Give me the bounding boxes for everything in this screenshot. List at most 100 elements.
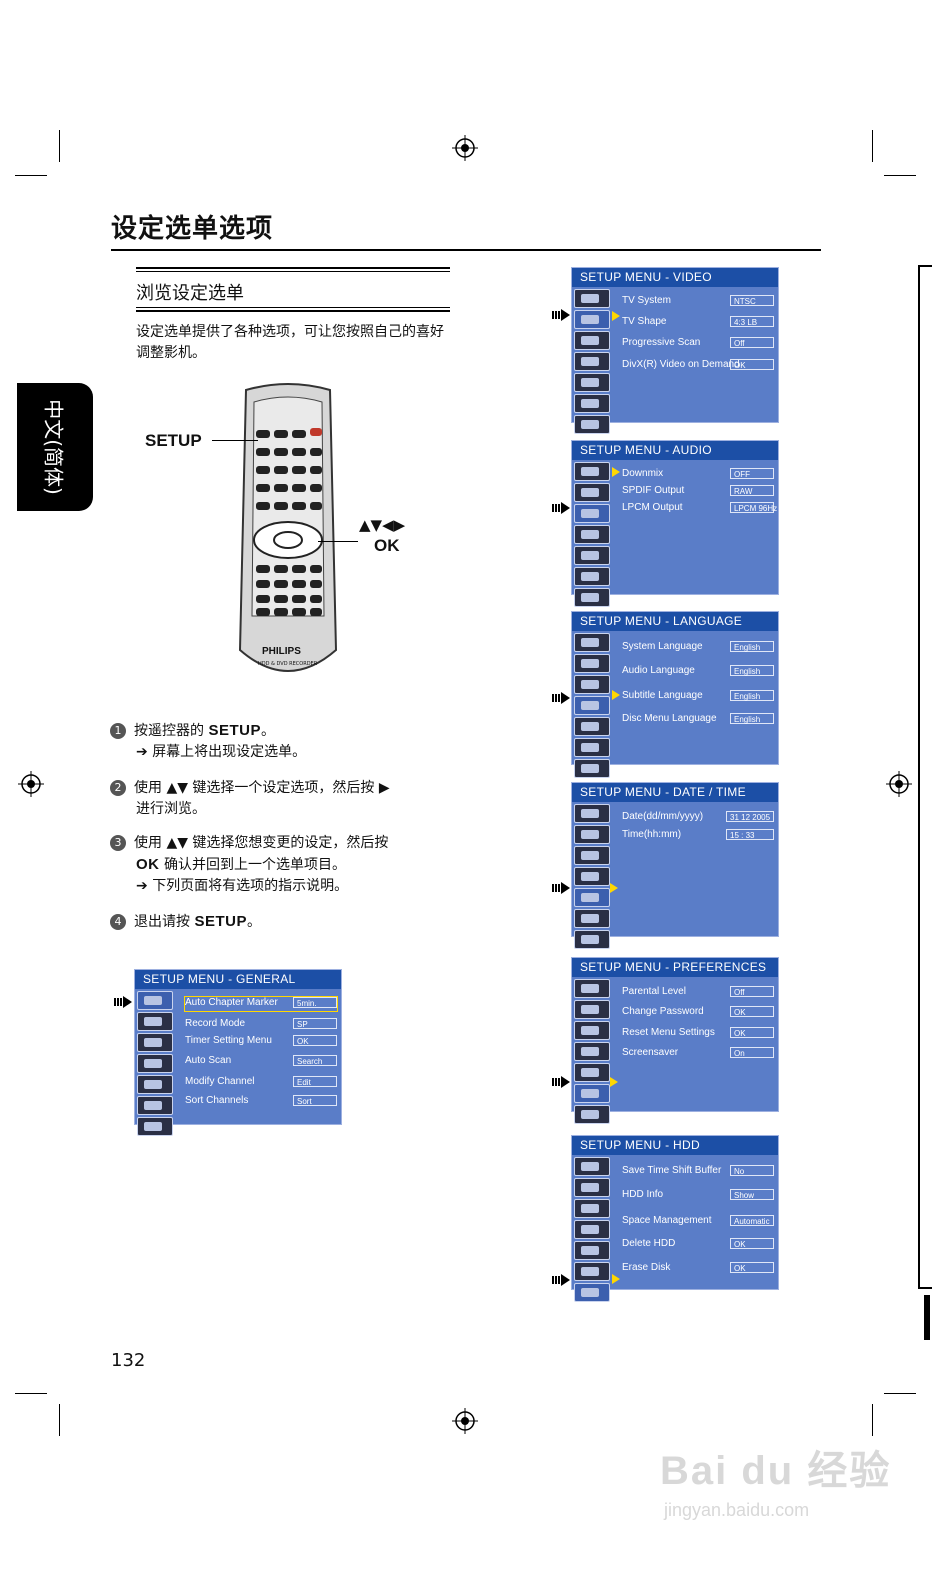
step-text: 进行浏览。 bbox=[136, 801, 206, 817]
audio-icon[interactable] bbox=[137, 1033, 173, 1052]
preferences-icon[interactable] bbox=[574, 567, 610, 586]
menu-row[interactable]: Time(hh:mm)15 : 33 bbox=[622, 829, 774, 843]
audio-icon[interactable] bbox=[574, 675, 610, 694]
video-icon[interactable] bbox=[574, 1000, 610, 1019]
step-result: 屏幕上将出现设定选单。 bbox=[152, 744, 307, 760]
hdd-icon[interactable] bbox=[574, 588, 610, 607]
preferences-icon[interactable] bbox=[574, 909, 610, 928]
preferences-icon[interactable] bbox=[574, 1262, 610, 1281]
video-icon[interactable] bbox=[574, 310, 610, 329]
language-icon[interactable] bbox=[574, 525, 610, 544]
preferences-icon[interactable] bbox=[574, 1084, 610, 1103]
intro-text: 设定选单提供了各种选项，可让您按照自己的喜好调整影机。 bbox=[136, 324, 444, 361]
clock-icon[interactable] bbox=[574, 546, 610, 565]
general-icon[interactable] bbox=[574, 633, 610, 652]
hdd-icon[interactable] bbox=[574, 759, 610, 778]
hdd-icon[interactable] bbox=[137, 1117, 173, 1136]
video-icon[interactable] bbox=[574, 825, 610, 844]
next-page-edge bbox=[924, 1295, 930, 1340]
audio-icon[interactable] bbox=[574, 846, 610, 865]
crop-mark bbox=[59, 1404, 60, 1436]
setup-label: SETUP bbox=[145, 431, 202, 450]
general-icon[interactable] bbox=[574, 804, 610, 823]
audio-icon[interactable] bbox=[574, 331, 610, 350]
crop-mark bbox=[59, 130, 60, 162]
clock-icon[interactable] bbox=[137, 1075, 173, 1094]
menu-title: SETUP MENU - PREFERENCES bbox=[572, 958, 778, 977]
clock-icon[interactable] bbox=[574, 717, 610, 736]
menu-row[interactable]: Date(dd/mm/yyyy)31 12 2005 bbox=[622, 811, 774, 825]
crop-mark bbox=[884, 175, 916, 176]
hdd-icon[interactable] bbox=[574, 930, 610, 949]
general-icon[interactable] bbox=[574, 462, 610, 481]
watermark-url: jingyan.baidu.com bbox=[664, 1500, 810, 1520]
general-icon[interactable] bbox=[574, 289, 610, 308]
hdd-icon[interactable] bbox=[574, 415, 610, 434]
video-icon[interactable] bbox=[574, 483, 610, 502]
step-text: 使用 ▲▼ 键选择您想变更的设定，然后按 bbox=[134, 835, 389, 851]
menu-title: SETUP MENU - DATE / TIME bbox=[572, 783, 778, 802]
video-icon[interactable] bbox=[574, 1178, 610, 1197]
video-icon[interactable] bbox=[137, 1012, 173, 1031]
hdd-icon[interactable] bbox=[574, 1283, 610, 1302]
step-text: 使用 ▲▼ 键选择一个设定选项，然后按 ▶ bbox=[134, 780, 390, 796]
clock-icon[interactable] bbox=[574, 888, 610, 907]
preferences-icon[interactable] bbox=[574, 738, 610, 757]
selection-arrow-icon bbox=[612, 1274, 620, 1284]
language-icon[interactable] bbox=[574, 1042, 610, 1061]
general-icon[interactable] bbox=[137, 991, 173, 1010]
general-icon[interactable] bbox=[574, 1157, 610, 1176]
audio-icon[interactable] bbox=[574, 504, 610, 523]
preferences-icon[interactable] bbox=[574, 394, 610, 413]
clock-icon[interactable] bbox=[574, 373, 610, 392]
language-icon[interactable] bbox=[574, 1220, 610, 1239]
language-icon[interactable] bbox=[574, 696, 610, 715]
step-key: OK bbox=[136, 856, 160, 873]
language-icon[interactable] bbox=[574, 352, 610, 371]
language-icon[interactable] bbox=[574, 867, 610, 886]
registration-mark-icon bbox=[18, 771, 44, 797]
registration-mark-icon bbox=[886, 771, 912, 797]
language-icon[interactable] bbox=[137, 1054, 173, 1073]
section-rule bbox=[136, 307, 450, 312]
preferences-icon[interactable] bbox=[137, 1096, 173, 1115]
pointer-hand-icon bbox=[552, 882, 570, 894]
video-icon[interactable] bbox=[574, 654, 610, 673]
audio-icon[interactable] bbox=[574, 1199, 610, 1218]
audio-icon[interactable] bbox=[574, 1021, 610, 1040]
general-icon[interactable] bbox=[574, 979, 610, 998]
hdd-icon[interactable] bbox=[574, 1105, 610, 1124]
step-tail: 。 bbox=[260, 723, 275, 739]
selection-arrow-icon bbox=[610, 883, 618, 893]
clock-icon[interactable] bbox=[574, 1063, 610, 1082]
clock-icon[interactable] bbox=[574, 1241, 610, 1260]
